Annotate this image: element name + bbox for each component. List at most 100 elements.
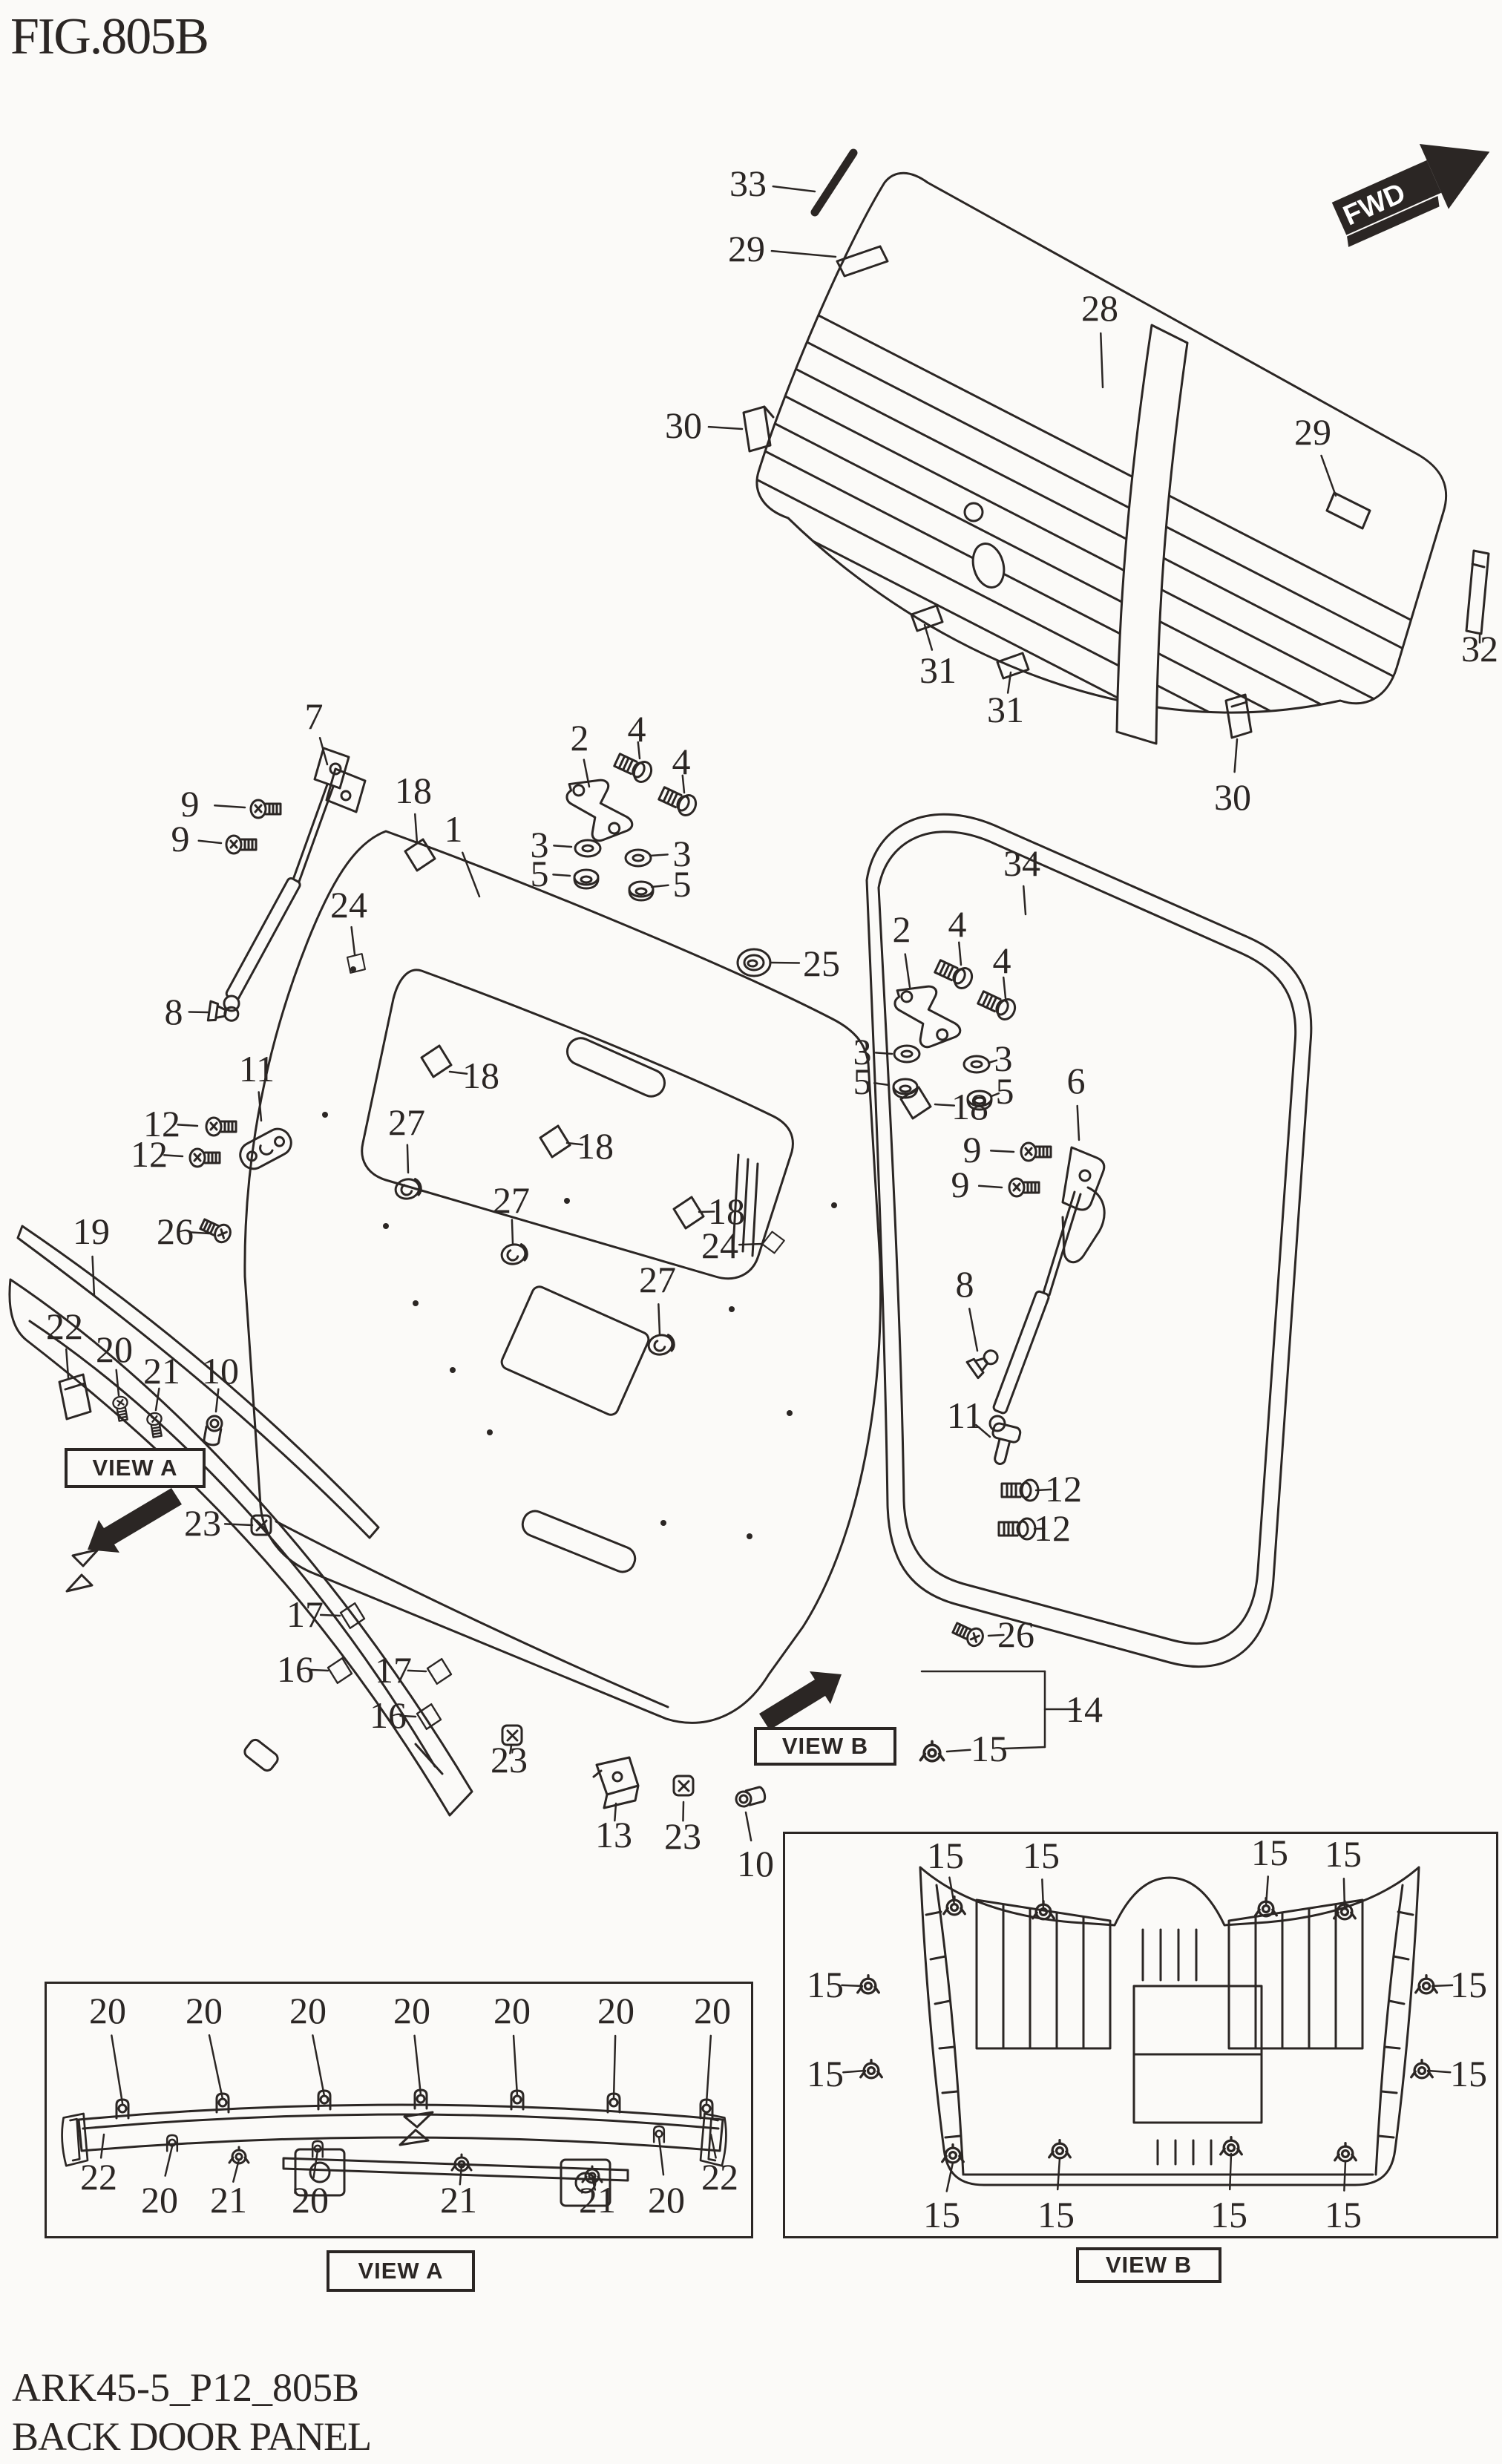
leader-line <box>565 1141 584 1146</box>
callout-8: 8 <box>164 991 183 1032</box>
leader-line <box>318 737 329 766</box>
leader-line <box>164 2145 174 2177</box>
view-a-bottom-label: VIEW A <box>327 2250 475 2292</box>
view-b-arrow <box>759 1671 842 1730</box>
leader-line <box>698 1210 715 1213</box>
leader-line <box>657 1303 661 1336</box>
callout-33: 33 <box>729 163 767 204</box>
callout-11: 11 <box>238 1048 275 1090</box>
bolt-4 <box>932 955 977 992</box>
callout-15: 15 <box>927 1835 964 1876</box>
part-33-dam <box>810 148 858 217</box>
callout-15: 15 <box>1210 2194 1247 2235</box>
callout-15: 15 <box>1325 2194 1362 2235</box>
plug-27 <box>646 1331 678 1358</box>
callout-17: 17 <box>375 1649 412 1691</box>
callout-2: 2 <box>570 717 589 758</box>
callout-10: 10 <box>202 1350 239 1392</box>
leader-line <box>975 1423 991 1438</box>
leader-lines <box>65 185 1481 2192</box>
part-31-fastener <box>996 652 1030 680</box>
callout-7: 7 <box>304 695 324 737</box>
callout-31: 31 <box>987 689 1024 730</box>
callout-20: 20 <box>648 2179 685 2221</box>
leader-line <box>705 2034 712 2105</box>
leader-line <box>958 941 962 966</box>
callout-1: 1 <box>444 808 463 850</box>
callout-23: 23 <box>184 1502 221 1544</box>
callout-5: 5 <box>995 1070 1014 1112</box>
leader-line <box>512 2034 519 2097</box>
leader-line <box>591 2176 597 2191</box>
bolt-4 <box>975 986 1020 1023</box>
defroster-lines <box>756 248 1446 713</box>
leader-line <box>91 1255 96 1297</box>
callout-28: 28 <box>1081 287 1118 329</box>
callout-21: 21 <box>210 2179 247 2221</box>
callout-17: 17 <box>286 1593 324 1635</box>
callout-18: 18 <box>577 1125 614 1167</box>
leader-line <box>650 884 669 888</box>
leader-line <box>1041 1878 1045 1910</box>
callout-14: 14 <box>1066 1688 1103 1730</box>
view-b-detail <box>856 1866 1438 2186</box>
callout-12: 12 <box>143 1103 180 1144</box>
clip-23 <box>672 1775 695 1797</box>
wiper-hole <box>971 543 1006 589</box>
leader-line <box>214 1388 220 1413</box>
view-b-bottom-label: VIEW B <box>1076 2247 1221 2283</box>
clip-10 <box>202 1413 225 1447</box>
leader-line <box>583 758 591 788</box>
callout-3: 3 <box>530 824 549 865</box>
leader-line <box>874 1052 893 1055</box>
leader-line <box>1228 2152 1233 2191</box>
cushion-17 <box>426 1657 453 1685</box>
callout-30: 30 <box>665 404 702 446</box>
callout-15: 15 <box>807 2053 844 2094</box>
part-29-spacer-right <box>1325 491 1371 530</box>
callout-20: 20 <box>493 1990 531 2031</box>
callout-15: 15 <box>971 1728 1008 1769</box>
leader-line <box>111 2034 124 2105</box>
leader-line <box>1426 2069 1452 2074</box>
bolt-12 <box>997 1517 1037 1541</box>
callout-5: 5 <box>530 853 549 894</box>
leader-line <box>772 185 816 193</box>
callout-32: 32 <box>1461 628 1498 669</box>
leader-line <box>1320 454 1337 497</box>
view-b-mid-label: VIEW B <box>754 1727 896 1766</box>
callout-15: 15 <box>1251 1832 1288 1873</box>
leader-line <box>657 2136 665 2176</box>
antenna-band <box>1115 324 1189 745</box>
bolt-4 <box>611 749 656 786</box>
view-b-frame <box>783 1832 1498 2238</box>
leader-line <box>873 1082 891 1087</box>
callout-24: 24 <box>330 884 367 925</box>
leader-line <box>553 845 573 848</box>
view-a-arrow <box>88 1488 182 1553</box>
callout-9: 9 <box>962 1129 982 1170</box>
leader-line <box>461 851 481 898</box>
leader-line <box>154 1387 160 1412</box>
callout-18: 18 <box>395 770 432 811</box>
leader-line <box>1076 1104 1080 1141</box>
cushion-18 <box>539 1124 571 1159</box>
callout-15: 15 <box>1325 1833 1362 1875</box>
part-31-fastener <box>910 604 944 632</box>
gas-stay-left <box>223 747 367 1012</box>
leader-line <box>177 1124 199 1127</box>
callout-10: 10 <box>737 1843 774 1884</box>
leader-line <box>1342 1878 1346 1910</box>
clip-10 <box>733 1785 768 1809</box>
gas-stay-right <box>988 1146 1106 1432</box>
cushion-24 <box>341 948 371 978</box>
callout-4: 4 <box>992 940 1011 981</box>
leader-line <box>1033 1527 1046 1530</box>
callout-15: 15 <box>1023 1835 1060 1876</box>
leader-line <box>945 2161 954 2192</box>
leader-line <box>1056 2157 1061 2191</box>
leader-line <box>923 623 934 651</box>
leader-line <box>987 1059 998 1064</box>
